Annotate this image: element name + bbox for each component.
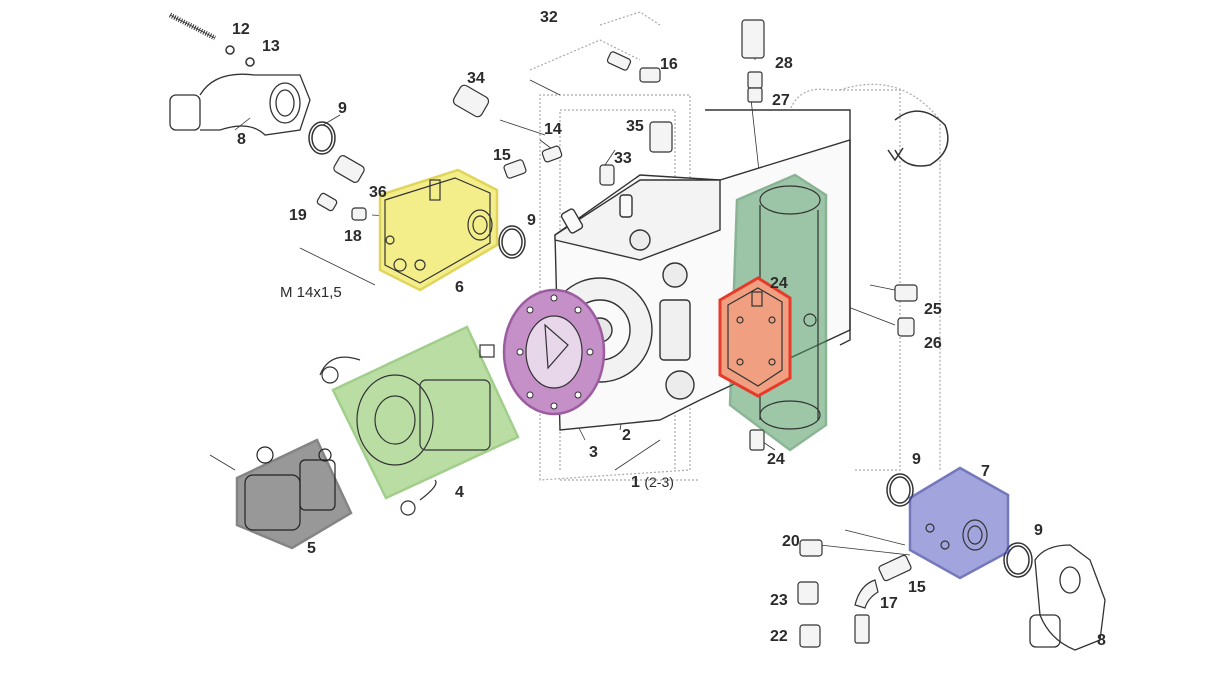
label-part-1: 1 (2-3) [631,475,674,491]
label-part-17: 17 [880,595,898,612]
label-part-24-b: 24 [767,451,785,468]
label-part-27: 27 [772,92,790,109]
label-part-9-a: 9 [338,100,347,117]
label-part-20: 20 [782,533,800,550]
label-part-32: 32 [540,9,558,26]
label-part-24-a: 24 [770,275,788,292]
label-part-1-range: (2-3) [644,474,674,490]
pump-part-4 [319,325,520,516]
label-part-12: 12 [232,21,250,38]
label-part-15-a: 15 [493,147,511,164]
label-part-9-b: 9 [527,212,536,229]
label-part-26: 26 [924,335,942,352]
label-part-13: 13 [262,38,280,55]
label-part-5: 5 [307,540,316,557]
elbow-flange-part-8-top [169,73,311,136]
flange-part-3 [502,288,606,416]
label-part-34: 34 [467,70,485,87]
label-part-14: 14 [544,121,562,138]
label-part-19: 19 [289,207,307,224]
label-part-3: 3 [589,444,598,461]
label-part-25: 25 [924,301,942,318]
fittings [316,19,918,648]
valve-block-part-7 [908,466,1010,580]
pump-part-5 [235,438,353,550]
label-part-23: 23 [770,592,788,609]
label-part-8-b: 8 [1097,632,1106,649]
label-part-9-c: 9 [912,451,921,468]
label-part-1-number: 1 [631,474,640,491]
label-part-9-d: 9 [1034,522,1043,539]
screw-part-12 [168,12,255,67]
valve-block-part-6 [378,168,499,292]
valve-part-24 [718,276,792,398]
label-part-15-b: 15 [908,579,926,596]
label-part-35: 35 [626,118,644,135]
label-part-33: 33 [614,150,632,167]
elbow-flange-part-8-bottom [1029,544,1106,651]
label-part-36: 36 [369,184,387,201]
label-part-7: 7 [981,463,990,480]
label-part-16: 16 [660,56,678,73]
label-part-8-a: 8 [237,131,246,148]
label-part-2: 2 [622,427,631,444]
o-rings [308,121,1033,578]
label-part-22: 22 [770,628,788,645]
rotation-arrow-icon [887,110,949,167]
label-part-6: 6 [455,279,464,296]
label-part-4: 4 [455,484,464,501]
thread-spec-label: M 14x1,5 [280,284,342,301]
label-part-18: 18 [344,228,362,245]
label-part-28: 28 [775,55,793,72]
